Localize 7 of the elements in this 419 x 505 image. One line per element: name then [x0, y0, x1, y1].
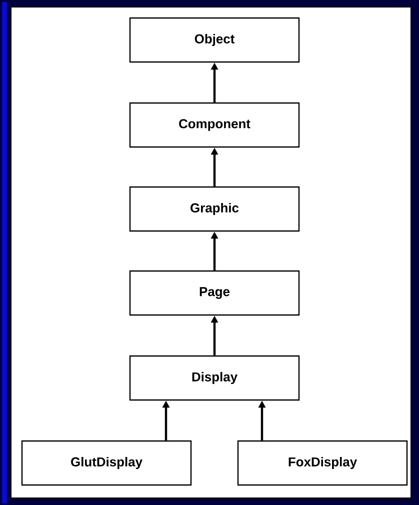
- class-box: Component: [129, 102, 300, 148]
- class-box: GlutDisplay: [21, 440, 192, 486]
- class-box: Graphic: [129, 186, 300, 232]
- class-box: Display: [129, 355, 300, 401]
- class-box: Object: [129, 17, 300, 63]
- class-box: FoxDisplay: [237, 440, 408, 486]
- class-box: Page: [129, 270, 300, 316]
